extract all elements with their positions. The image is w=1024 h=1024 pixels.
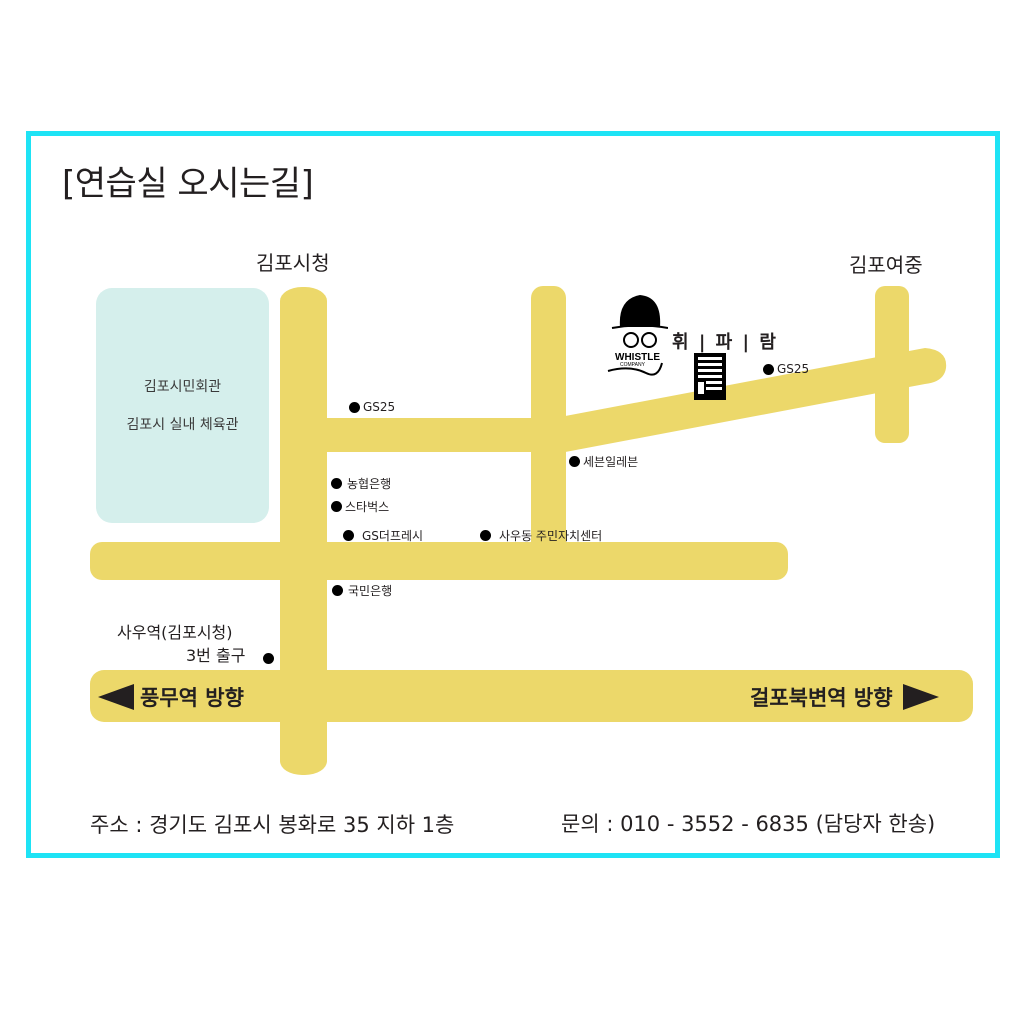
location-dot-icon xyxy=(763,363,774,375)
logo-text: WHISTLE xyxy=(615,352,660,363)
contact-text[interactable]: 문의 : 010 - 3552 - 6835 (담당자 한송) xyxy=(561,812,936,836)
poi-kookmin[interactable]: 국민은행 xyxy=(332,582,392,599)
station-exit: 3번 출구 xyxy=(186,646,246,665)
logo-subtext: COMPANY xyxy=(620,362,646,368)
gym-label: 김포시 실내 체육관 xyxy=(126,417,239,433)
poi-label: GS더프레시 xyxy=(362,529,424,543)
location-dot-icon xyxy=(480,530,491,541)
direction-left[interactable]: 풍무역 방향 xyxy=(98,682,244,712)
poi-gs-fresh[interactable]: GS더프레시 xyxy=(343,527,423,544)
arrow-right-icon xyxy=(902,684,939,710)
poi-label: 농협은행 xyxy=(347,477,392,491)
direction-right[interactable]: 걸포북변역 방향 xyxy=(750,682,939,712)
poi-starbucks[interactable]: 스타벅스 xyxy=(331,498,389,515)
poi-gs25-right[interactable]: GS25 xyxy=(763,362,809,376)
page-title: [연습실 오시는길] xyxy=(62,164,314,204)
poi-community-center[interactable]: 사우동 주민자치센터 xyxy=(480,527,602,544)
whistle-company-logo-icon: WHISTLE COMPANY xyxy=(607,295,668,376)
poi-label: 세븐일레븐 xyxy=(583,455,639,469)
building-icon[interactable] xyxy=(694,353,726,400)
station-exit-dot-icon[interactable] xyxy=(263,653,274,664)
poi-gs25-left[interactable]: GS25 xyxy=(349,400,395,414)
civic-hall-block: 김포시민회관 김포시 실내 체육관 xyxy=(96,288,269,523)
road-bottom-horizontal xyxy=(90,670,973,722)
studio-name: 휘 | 파 | 람 xyxy=(672,332,778,353)
direction-left-label: 풍무역 방향 xyxy=(140,686,244,710)
location-dot-icon xyxy=(331,478,342,489)
poi-label: GS25 xyxy=(777,362,810,376)
poi-label: 스타벅스 xyxy=(345,500,390,514)
landmark-girls-middle-school: 김포여중 xyxy=(849,253,923,277)
road-middle-horizontal xyxy=(90,542,788,580)
location-dot-icon xyxy=(332,585,343,596)
poi-label: 사우동 주민자치센터 xyxy=(499,529,603,543)
location-dot-icon xyxy=(343,530,354,541)
address-text: 주소 : 경기도 김포시 봉화로 35 지하 1층 xyxy=(90,813,455,837)
civic-hall-label: 김포시민회관 xyxy=(143,379,222,395)
direction-right-label: 걸포북변역 방향 xyxy=(750,686,893,710)
location-dot-icon xyxy=(349,401,360,413)
arrow-left-icon xyxy=(98,684,134,710)
poi-nonghyup[interactable]: 농협은행 xyxy=(331,475,391,492)
poi-label: GS25 xyxy=(363,400,396,414)
poi-seven-eleven[interactable]: 세븐일레븐 xyxy=(569,453,638,470)
location-dot-icon xyxy=(331,501,342,512)
landmark-city-hall: 김포시청 xyxy=(256,251,330,275)
station-name: 사우역(김포시청) xyxy=(117,623,233,642)
road-upper-horizontal xyxy=(320,418,535,452)
location-dot-icon xyxy=(569,456,580,467)
poi-label: 국민은행 xyxy=(348,584,393,598)
